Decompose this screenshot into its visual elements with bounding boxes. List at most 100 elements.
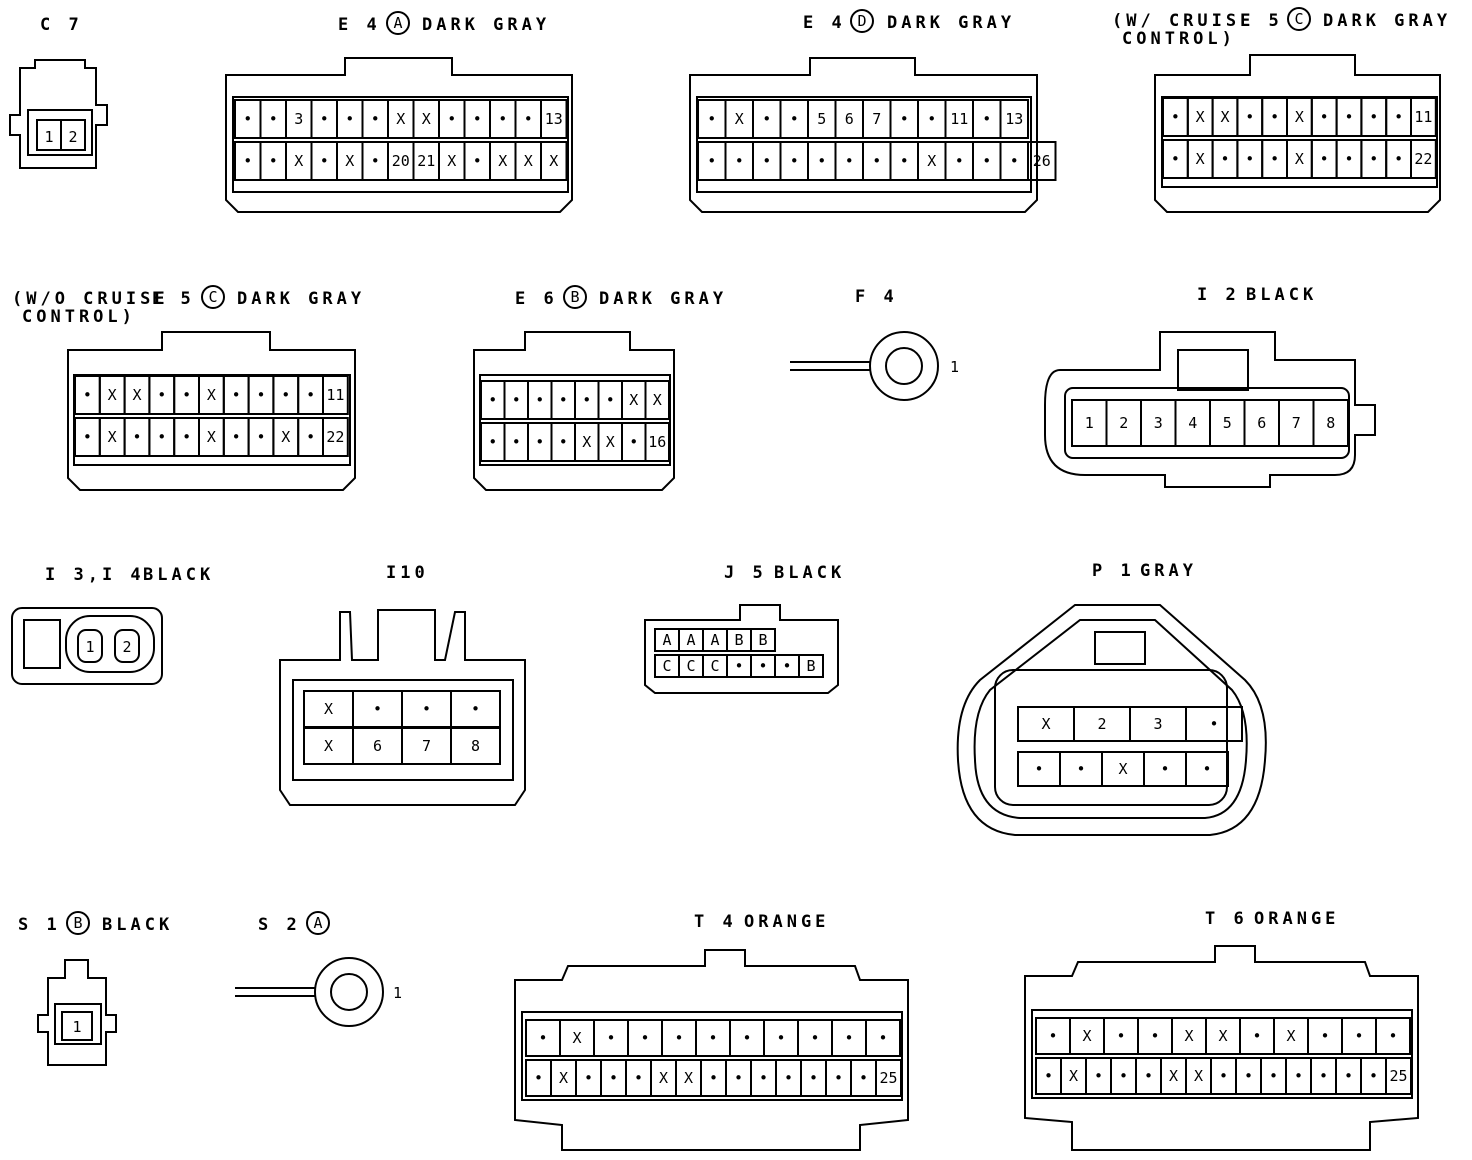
t4_bot-pin: • <box>709 1069 718 1087</box>
t6_bot-pin: X <box>1069 1067 1078 1085</box>
s1-color: BLACK <box>102 915 173 935</box>
e4a_bot-pin: X <box>345 152 354 170</box>
f4-terminal-number: 1 <box>950 358 959 376</box>
e4d_bot-pin: 26 <box>1033 152 1051 170</box>
t6_bot-pin: • <box>1294 1067 1303 1085</box>
e5w-color: DARK GRAY <box>1323 11 1451 31</box>
e5wo_top-pin: • <box>182 386 191 404</box>
t6_top-pin: • <box>1388 1027 1397 1045</box>
i2-pin: 1 <box>1085 414 1094 432</box>
j5_bot-pin: • <box>782 657 791 675</box>
e4d-circle-letter: D <box>857 12 866 30</box>
t6_bot-pin: X <box>1194 1067 1203 1085</box>
i10_bot-pin: 6 <box>373 737 382 755</box>
e5w_top-pin: X <box>1196 108 1205 126</box>
t4_bot-pin: • <box>584 1069 593 1087</box>
e6_bot-pin: • <box>535 433 544 451</box>
e5w_top-pin: • <box>1344 108 1353 126</box>
j5_top-pin: A <box>686 631 695 649</box>
e5w-label: E 5 <box>1240 11 1283 31</box>
connector-c7: C 7 1 2 <box>9 15 108 169</box>
j5_top-cell <box>750 628 776 652</box>
t6_top-pin: X <box>1286 1027 1295 1045</box>
connector-s1: S 1 B BLACK 1 <box>18 911 173 1066</box>
t6_bot-pin: • <box>1369 1067 1378 1085</box>
e5wo_bot-pin: • <box>132 428 141 446</box>
e5wo_top-pin: • <box>83 386 92 404</box>
e5w_bot-pin: • <box>1369 150 1378 168</box>
c7-pin-1: 1 <box>44 128 53 146</box>
t4-color: ORANGE <box>744 912 829 932</box>
e5w_bot-pin: • <box>1171 150 1180 168</box>
i2-label: I 2 <box>1197 285 1240 305</box>
e4a_top-pin: • <box>345 110 354 128</box>
e4d_bot-pin: • <box>845 152 854 170</box>
c7-label: C 7 <box>40 15 83 35</box>
e4d_top-pin: • <box>982 110 991 128</box>
e4d_top-pin: • <box>762 110 771 128</box>
e5w_top-cell <box>1410 97 1437 137</box>
e5w_bot-pin: 22 <box>1414 150 1432 168</box>
e4d_bot-pin: • <box>735 152 744 170</box>
i34-pin-1: 1 <box>85 638 94 656</box>
t6_top-cell <box>1375 1017 1411 1055</box>
e4d_top-cell <box>999 99 1029 139</box>
t6-color: ORANGE <box>1254 909 1339 929</box>
t4_top-pin: X <box>572 1029 581 1047</box>
e4a_bot-cell <box>540 141 568 181</box>
e5wo_top-pin: X <box>132 386 141 404</box>
i10_bot-pin: 7 <box>422 737 431 755</box>
s1-pin-1: 1 <box>72 1018 81 1036</box>
e6_bot-pin: • <box>488 433 497 451</box>
e4a_bot-pin: 20 <box>392 152 410 170</box>
e4d_bot-pin: • <box>707 152 716 170</box>
i10_bot-cell <box>450 727 501 765</box>
i2-cell <box>1312 399 1349 447</box>
i10_top-pin: X <box>324 700 333 718</box>
p1-color: GRAY <box>1140 561 1197 581</box>
e4d_bot-pin: • <box>982 152 991 170</box>
e5w_bot-pin: • <box>1394 150 1403 168</box>
j5-label: J 5 <box>724 563 767 583</box>
t4_top-pin: • <box>810 1029 819 1047</box>
e5w_top-pin: X <box>1220 108 1229 126</box>
t4_bot-pin: X <box>684 1069 693 1087</box>
i3i4-color: BLACK <box>143 565 214 585</box>
e4a_bot-pin: • <box>243 152 252 170</box>
connector-f4: F 4 1 <box>790 287 959 401</box>
e5w_top-pin: 11 <box>1414 108 1432 126</box>
c7-pin-2: 2 <box>68 128 77 146</box>
t4_bot-pin: • <box>734 1069 743 1087</box>
t6_bot-pin: • <box>1244 1067 1253 1085</box>
e5w_top-pin: • <box>1270 108 1279 126</box>
e5w_top-pin: X <box>1295 108 1304 126</box>
e6_top-pin: • <box>582 391 591 409</box>
t4_top-pin: • <box>844 1029 853 1047</box>
e5wo_bot-pin: 22 <box>326 428 344 446</box>
e5wo_bot-pin: • <box>83 428 92 446</box>
e4a_top-pin: • <box>447 110 456 128</box>
e5w_top-pin: • <box>1394 108 1403 126</box>
t4_top-pin: • <box>742 1029 751 1047</box>
e6_top-pin: X <box>629 391 638 409</box>
t4_bot-pin: 25 <box>879 1069 897 1087</box>
t4_top-pin: • <box>606 1029 615 1047</box>
p1_top-cell <box>1185 706 1243 742</box>
i2-pin: 8 <box>1326 414 1335 432</box>
j5-color: BLACK <box>774 563 845 583</box>
e4d_bot-pin: • <box>762 152 771 170</box>
e6b-label: E 6 <box>515 289 558 309</box>
e4a_top-pin: 13 <box>545 110 563 128</box>
e6_top-pin: X <box>653 391 662 409</box>
t6_top-pin: • <box>1320 1027 1329 1045</box>
e4d_top-pin: 13 <box>1005 110 1023 128</box>
t6_bot-pin: • <box>1119 1067 1128 1085</box>
t4_bot-pin: X <box>659 1069 668 1087</box>
p1-label: P 1 <box>1092 561 1135 581</box>
